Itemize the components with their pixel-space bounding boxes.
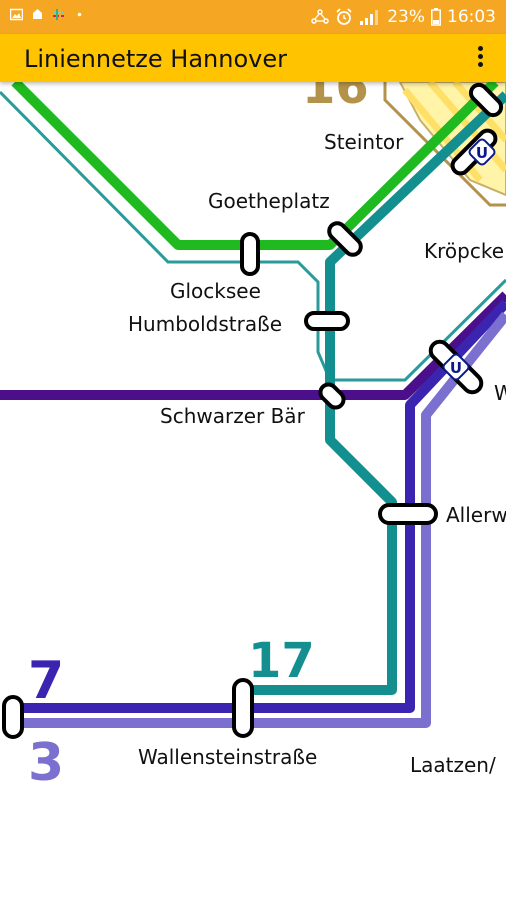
share-icon [311,9,329,24]
station-labels: Steintor Goetheplatz Kröpcke Glocksee Hu… [128,130,506,777]
line-label-7: 7 [28,651,64,711]
station-marker-wallensteinstrasse[interactable] [232,678,254,738]
station-marker-goetheplatz[interactable] [326,220,364,258]
station-marker-steintor[interactable] [468,82,505,118]
transit-map[interactable]: 16 17 7 3 U U Steintor Goetheplatz Kröpc… [0,82,506,900]
dot-icon [77,12,82,17]
overflow-menu-icon[interactable] [472,44,488,72]
status-right-group: 23% 16:03 [311,7,496,27]
status-left-icons [10,8,86,21]
status-time: 16:03 [447,7,496,27]
battery-percent: 23% [387,7,425,27]
station-label-schwarzer-baer[interactable]: Schwarzer Bär [160,404,306,428]
station-label-glocksee[interactable]: Glocksee [170,279,261,303]
station-marker-humboldstrasse[interactable] [304,311,350,331]
teal-line-17 [242,91,506,695]
line-label-17: 17 [248,633,315,689]
status-bar: 23% 16:03 [0,0,506,34]
gold-line [383,82,506,207]
station-marker-allerw[interactable] [378,503,438,525]
station-marker-west-end[interactable] [2,695,24,739]
underground-badge-w: U [442,353,470,381]
station-label-steintor[interactable]: Steintor [324,130,404,154]
station-label-wallensteinstrasse[interactable]: Wallensteinstraße [138,745,317,769]
station-label-w[interactable]: W [494,381,506,405]
signal-icon [360,10,379,25]
station-label-laatzen[interactable]: Laatzen/ [410,753,496,777]
app-bar: Liniennetze Hannover [0,34,506,82]
slack-icon [53,9,64,20]
u-badge-label: U [476,144,488,162]
line-label-16: 16 [302,82,369,115]
station-marker-glocksee[interactable] [240,232,260,276]
image-icon [10,8,23,21]
battery-icon [431,8,441,26]
underground-badge-steintor: U [468,138,496,166]
station-label-allerw[interactable]: Allerw [446,503,506,527]
station-label-kroepcke[interactable]: Kröpcke [424,239,504,263]
u-badge-label: U [450,359,462,377]
purple-line [0,291,506,400]
station-label-humboldstrasse[interactable]: Humboldstraße [128,312,282,336]
station-marker-schwarzer-baer[interactable] [317,381,347,411]
app-title: Liniennetze Hannover [24,45,287,73]
station-label-goetheplatz[interactable]: Goetheplatz [208,189,330,213]
alarm-icon [336,8,352,25]
notification-icon [33,9,42,19]
line-label-3: 3 [28,733,64,793]
station-markers [2,82,505,739]
